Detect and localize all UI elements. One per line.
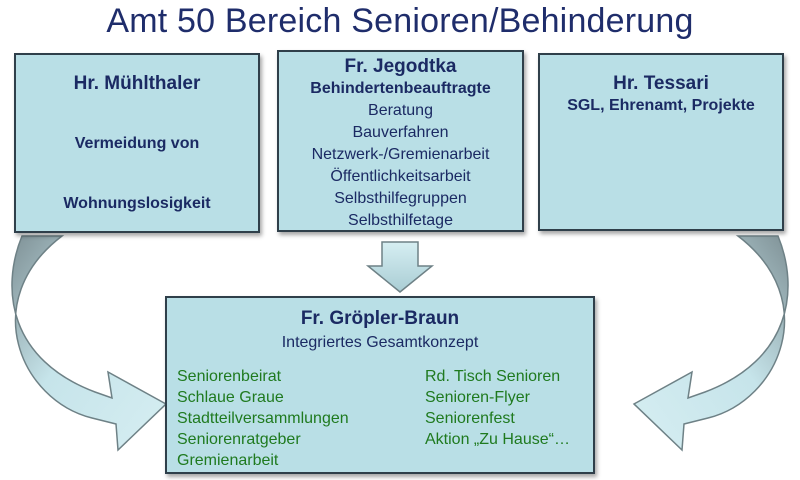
concept-title: Integriertes Gesamtkonzept xyxy=(281,334,479,351)
box-groepler-braun: Fr. Gröpler-Braun Integriertes Gesamtkon… xyxy=(165,296,595,474)
activity-list-right: Rd. Tisch Senioren Senioren-Flyer Senior… xyxy=(425,366,570,450)
task-item: Bauverfahren xyxy=(352,124,449,141)
task-item: Öffentlichkeitsarbeit xyxy=(330,168,471,185)
down-arrow-center xyxy=(365,241,435,293)
curved-arrow-left xyxy=(11,235,168,452)
list-item: Stadtteilversammlungen xyxy=(177,410,349,427)
responsibility-line-1: Vermeidung von xyxy=(74,135,200,152)
list-item: Seniorenratgeber xyxy=(177,431,301,448)
responsibility-line-2: Wohnungslosigkeit xyxy=(63,195,211,212)
task-item: Selbsthilfetage xyxy=(348,212,453,229)
task-item: Netzwerk-/Gremienarbeit xyxy=(311,146,490,163)
task-item: Selbsthilfegruppen xyxy=(334,190,467,207)
list-item: Seniorenfest xyxy=(425,410,515,427)
list-item: Seniorenbeirat xyxy=(177,368,282,385)
list-item: Senioren-Flyer xyxy=(425,389,530,406)
person-name: Fr. Gröpler-Braun xyxy=(300,308,460,329)
box-tessari: Hr. Tessari SGL, Ehrenamt, Projekte xyxy=(538,53,784,231)
person-name: Fr. Jegodtka xyxy=(344,56,457,77)
list-item: Schlaue Graue xyxy=(177,389,284,406)
role-title: Behindertenbeauftragte xyxy=(310,80,491,97)
person-name: Hr. Mühlthaler xyxy=(73,73,201,94)
slide-title: Amt 50 Bereich Senioren/Behinderung xyxy=(106,2,694,40)
activity-list-left: Seniorenbeirat Schlaue Graue Stadtteilve… xyxy=(177,366,349,471)
list-item: Gremienarbeit xyxy=(177,452,279,469)
responsibility-line: SGL, Ehrenamt, Projekte xyxy=(567,97,755,114)
curved-arrow-right xyxy=(632,235,789,452)
list-item: Rd. Tisch Senioren xyxy=(425,368,561,385)
box-muehlthaler: Hr. Mühlthaler Vermeidung von Wohnungslo… xyxy=(14,53,260,233)
list-item: Aktion „Zu Hause“… xyxy=(425,431,570,448)
box-jegodtka: Fr. Jegodtka Behindertenbeauftragte Bera… xyxy=(277,50,524,232)
person-name: Hr. Tessari xyxy=(613,73,709,94)
task-item: Beratung xyxy=(368,102,433,119)
